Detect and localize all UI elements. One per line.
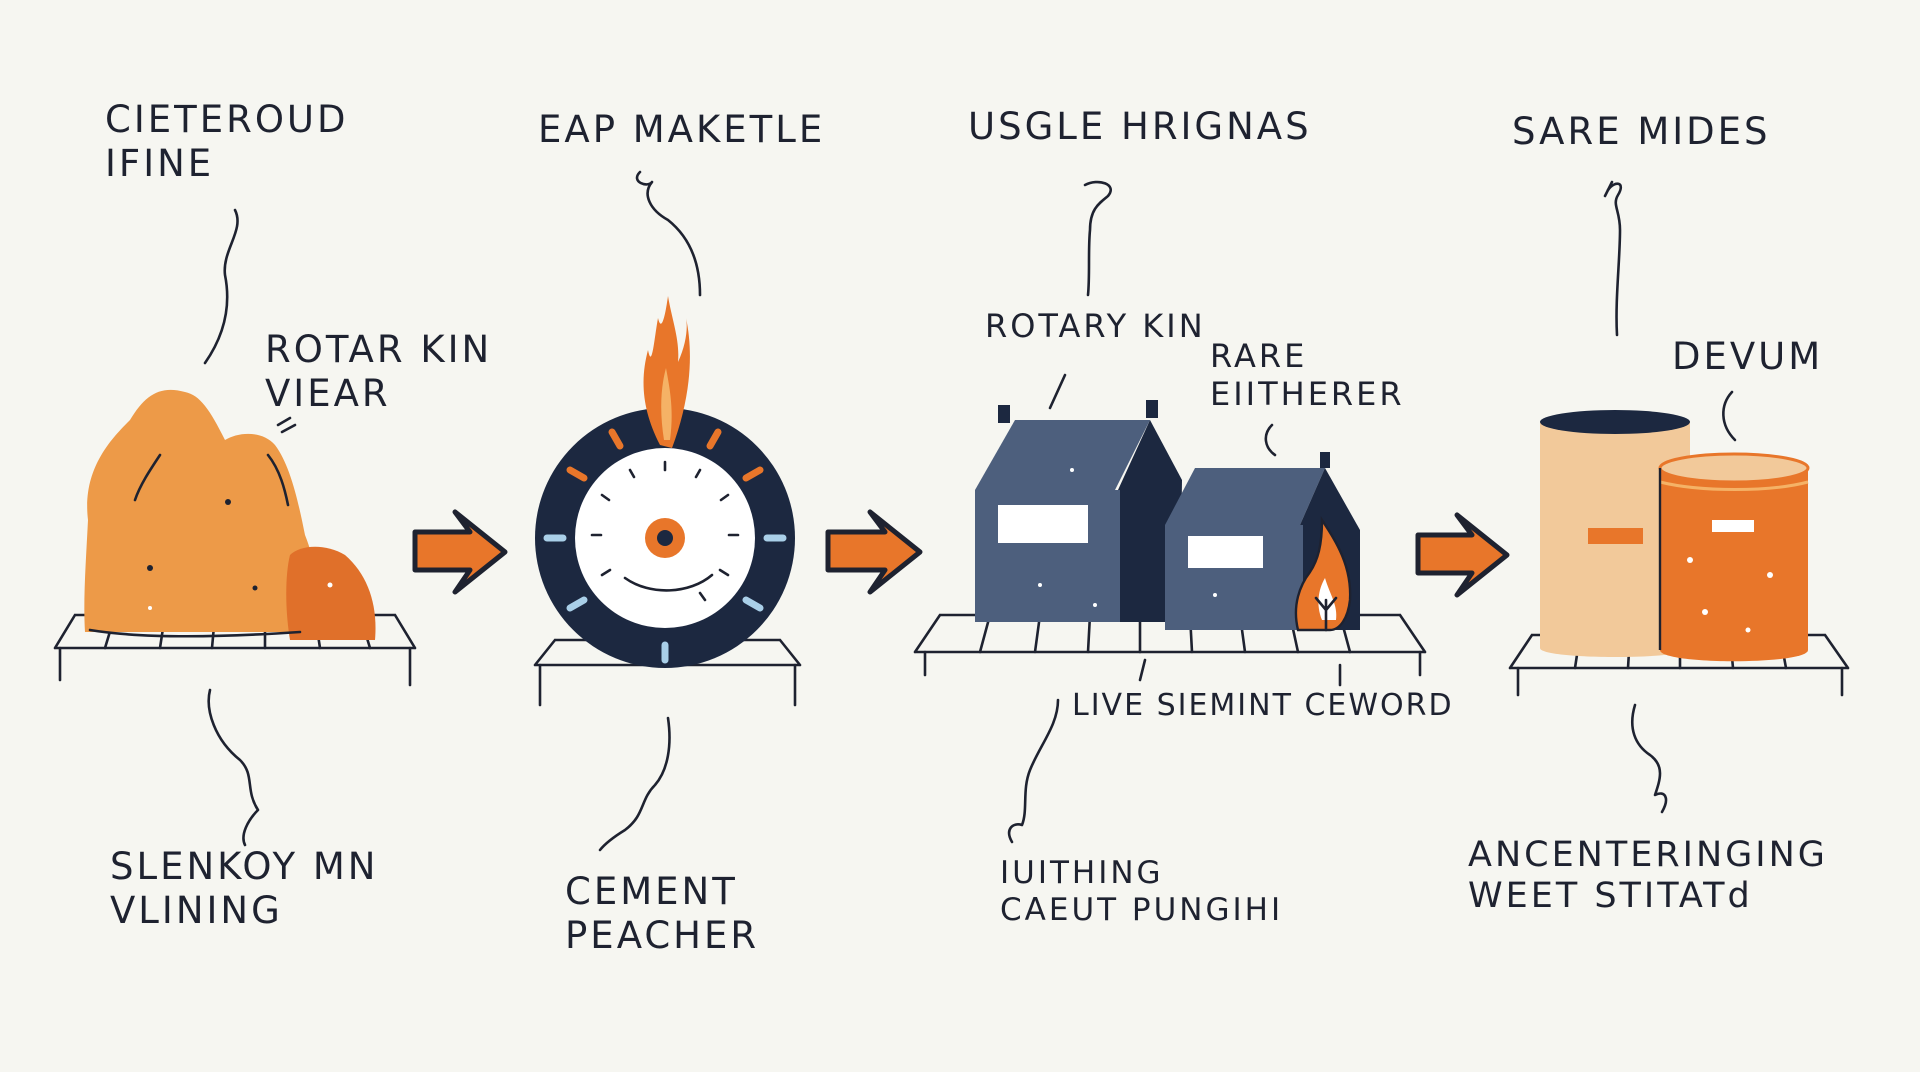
stage-4-bottom-label: ANCENTERINGING WEET STITATd — [1468, 835, 1828, 917]
stage-2-bottom-label: CEMENT PEACHER — [565, 870, 760, 957]
stage-1-top-label: CIETEROUD IFINE — [105, 98, 349, 185]
stage-1-bottom-label: SLENKOY MN VLINING — [110, 845, 379, 932]
arrow-right-icon — [1415, 512, 1510, 598]
arrow-right-icon — [412, 509, 508, 595]
storage-silo-icon — [1508, 180, 1850, 814]
material-pile-icon — [53, 208, 417, 847]
stage-4-top-label: SARE MIDES — [1512, 110, 1771, 153]
stage-4-side-label: DEVUM — [1672, 335, 1824, 378]
stage-1-side-label: ROTAR KIN VIEAR — [265, 328, 493, 415]
stage-3-side-label-2: RARE EIITHERER — [1210, 337, 1405, 413]
kiln-building-icon — [913, 180, 1427, 844]
stage-2-top-label: EAP MAKETLE — [538, 108, 826, 151]
arrow-right-icon — [825, 509, 923, 595]
stage-3-mid-label: LIVE SIEMINT CEWORD — [1072, 688, 1454, 723]
stage-3-top-label: USGLE HRIGNAS — [968, 105, 1312, 148]
grinding-wheel-icon — [533, 170, 802, 852]
stage-3-side-label: ROTARY KIN — [985, 307, 1206, 345]
stage-3-bottom-label: IUITHING CAEUT PUNGIHI — [1000, 855, 1284, 928]
